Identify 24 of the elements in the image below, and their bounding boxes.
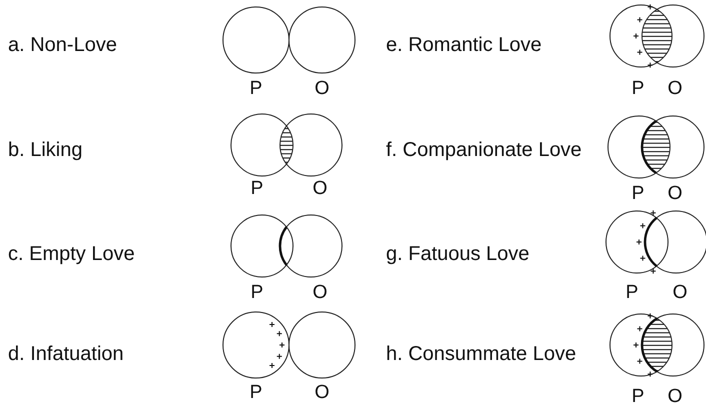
circle-label: P <box>250 283 264 303</box>
circle-label: O <box>314 383 330 403</box>
circle-label: O <box>668 184 682 204</box>
circle-label: P <box>250 179 264 199</box>
circle-label: P <box>632 79 644 99</box>
love-type-label: d. Infatuation <box>8 343 124 365</box>
circle-label: O <box>668 79 682 99</box>
circle-label: P <box>632 387 644 407</box>
circle-label: P <box>626 283 638 303</box>
circle-label: O <box>312 283 328 303</box>
love-type-label: a. Non-Love <box>8 34 117 56</box>
love-type-label: c. Empty Love <box>8 243 135 265</box>
circle-label: P <box>250 383 262 403</box>
circle-label: O <box>672 283 688 303</box>
love-type-label: e. Romantic Love <box>386 34 542 56</box>
circle-label: O <box>668 387 682 407</box>
love-type-label: h. Consummate Love <box>386 343 576 365</box>
love-type-label: g. Fatuous Love <box>386 243 530 265</box>
love-type-label: b. Liking <box>8 139 82 161</box>
love-type-label: f. Companionate Love <box>386 139 582 161</box>
circle-label: P <box>632 184 644 204</box>
circle-label: O <box>312 179 328 199</box>
circle-label: O <box>314 79 330 99</box>
circle-label: P <box>250 79 262 99</box>
